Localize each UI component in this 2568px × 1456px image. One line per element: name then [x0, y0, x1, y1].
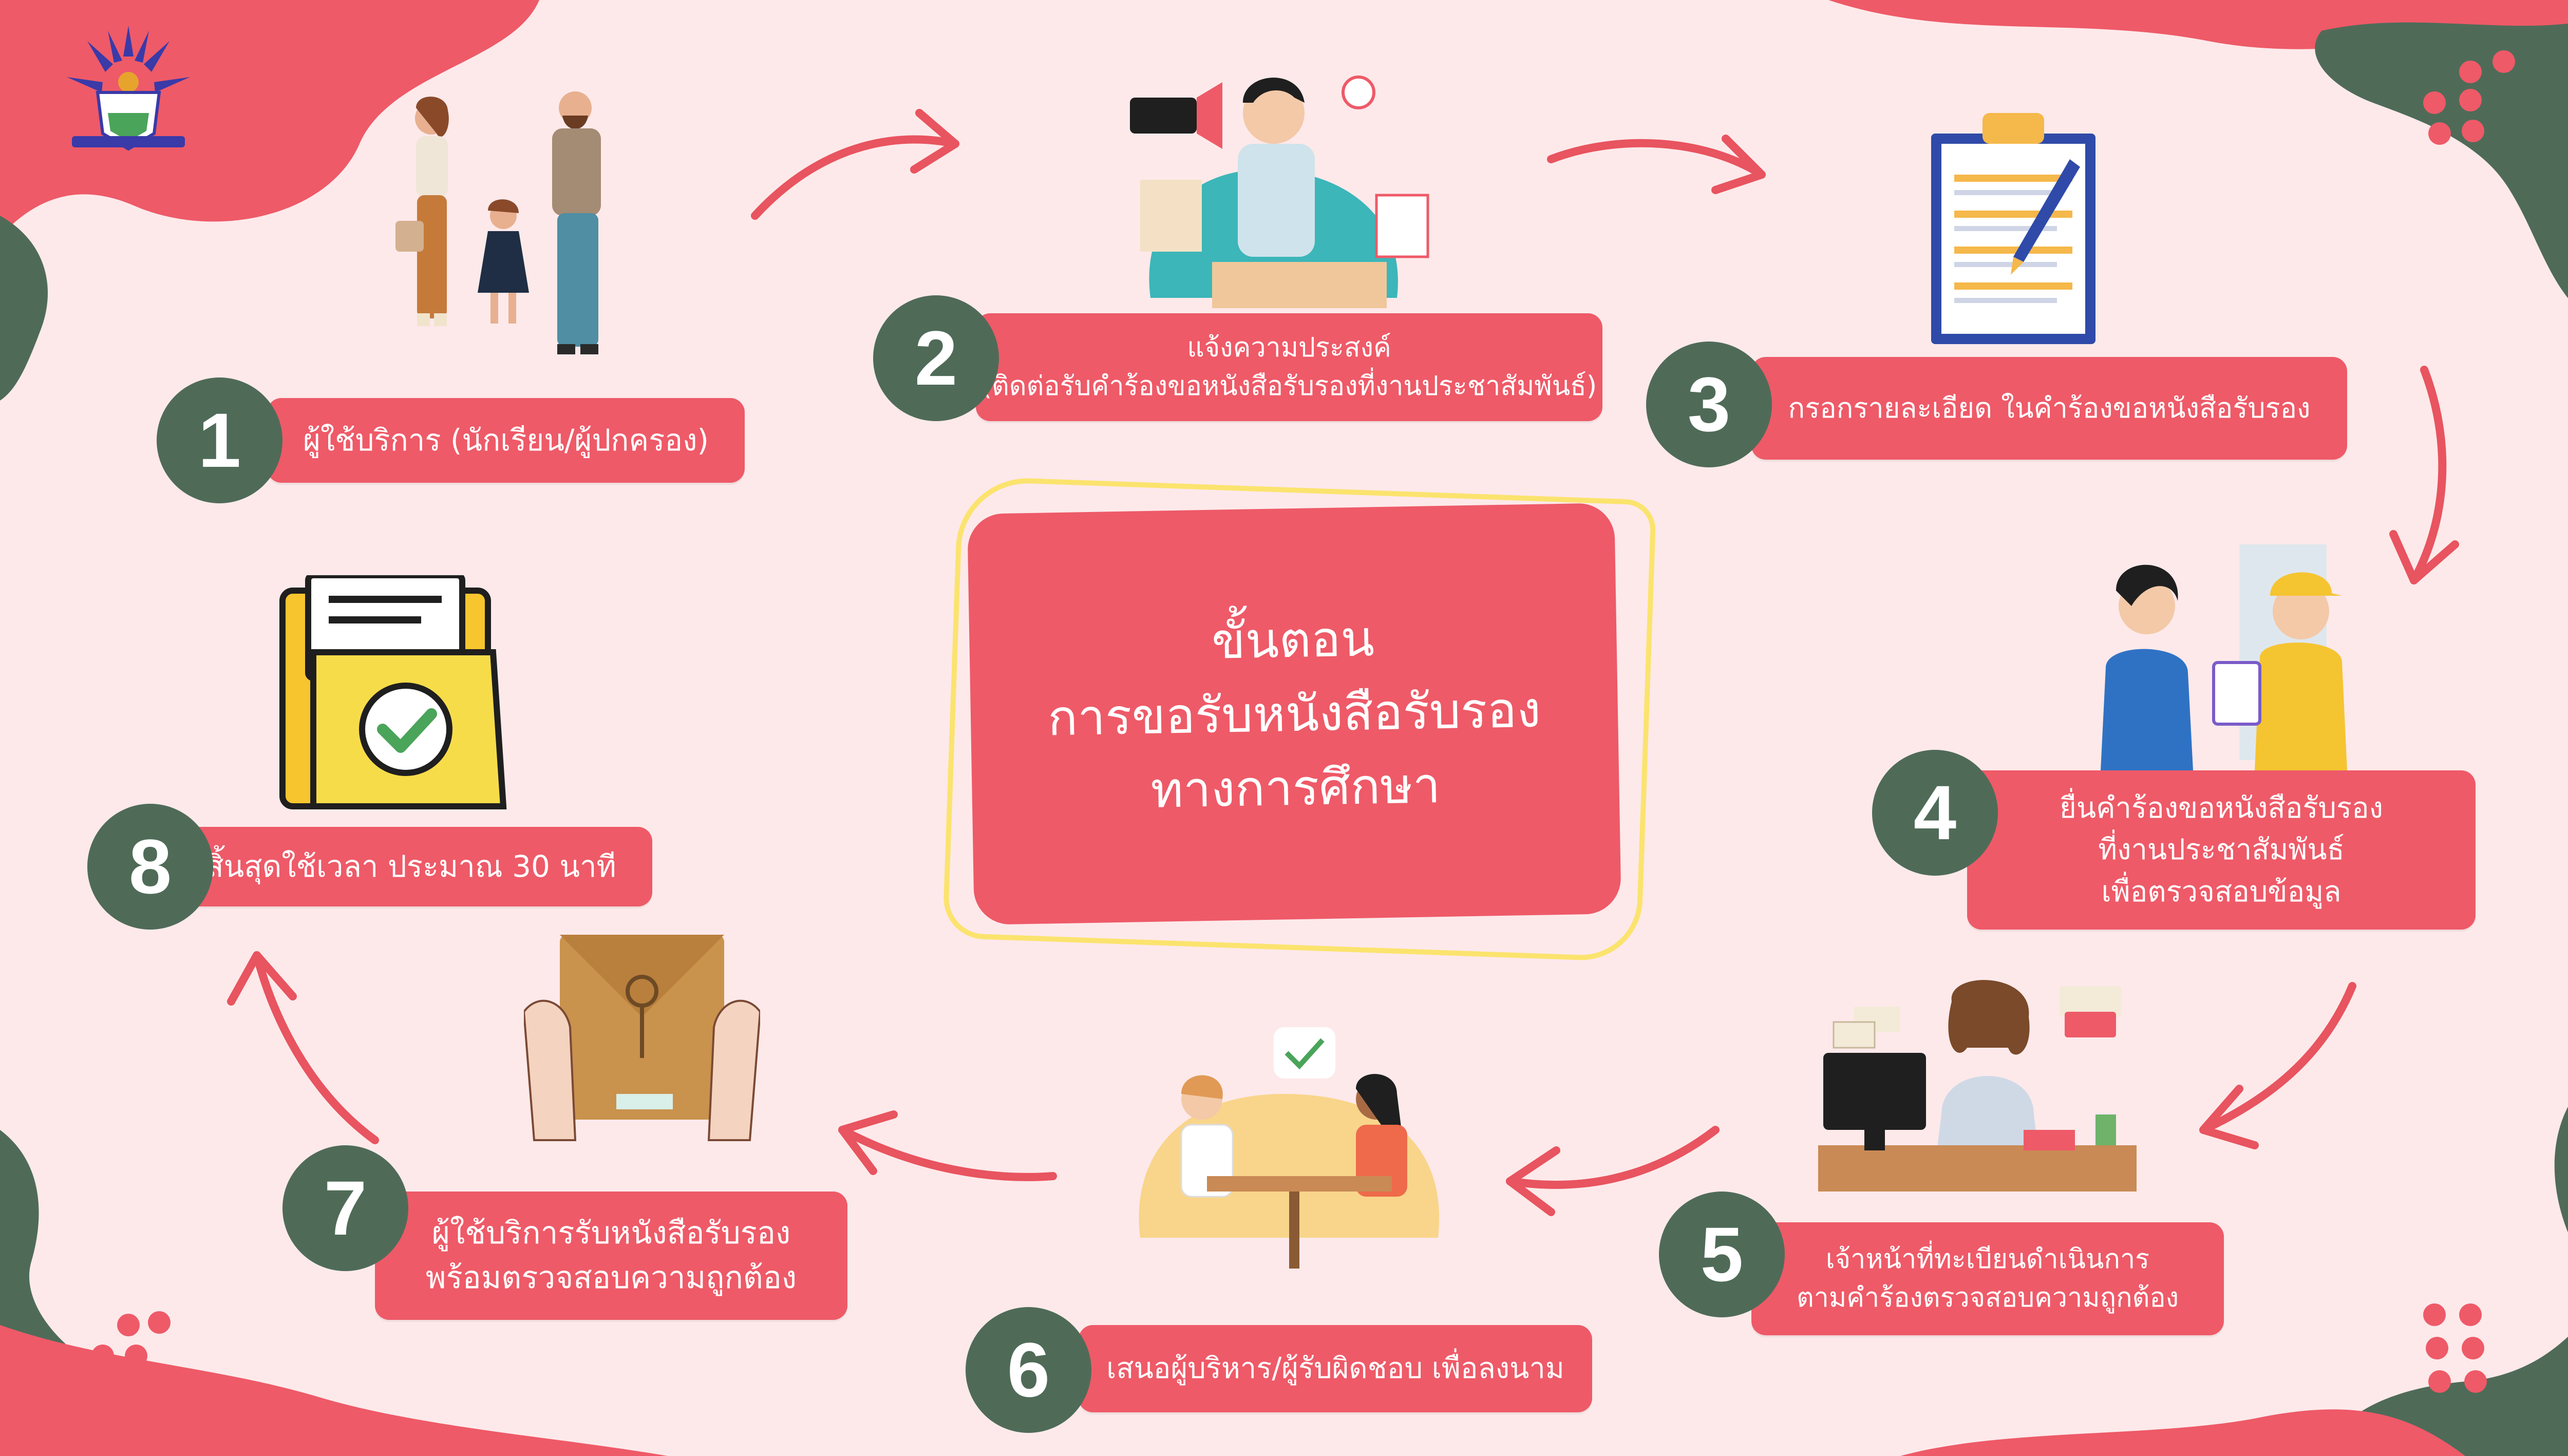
step-4-text-3: เพื่อตรวจสอบข้อมูล: [2101, 875, 2342, 909]
step-1-text: ผู้ใช้บริการ (นักเรียน/ผู้ปกครอง): [303, 423, 709, 458]
step-2-text-1: แจ้งความประสงค์: [1187, 332, 1391, 363]
delivery-handover-icon: [2101, 544, 2347, 770]
school-logo: [67, 26, 190, 151]
step-8-badge: 8: [87, 804, 213, 930]
step-4-text-1: ยื่นคำร้องขอหนังสือรับรอง: [2060, 791, 2383, 825]
title-line-1: ขั้นตอน: [1211, 610, 1375, 670]
step-6-badge: 6: [966, 1307, 1091, 1433]
step-5-label: เจ้าหน้าที่ทะเบียนดำเนินการ ตามคำร้องตรว…: [1751, 1222, 2224, 1335]
step-2-badge: 2: [873, 295, 999, 421]
step-6-label: เสนอผู้บริหาร/ผู้รับผิดชอบ เพื่อลงนาม: [1079, 1325, 1592, 1412]
step-5-badge: 5: [1659, 1192, 1785, 1317]
meeting-icon: [1139, 1027, 1440, 1269]
step-8-text: สิ้นสุดใช้เวลา ประมาณ 30 นาที: [205, 849, 616, 884]
step-4-label: ยื่นคำร้องขอหนังสือรับรอง ที่งานประชาสัม…: [1967, 770, 2476, 930]
page-title: ขั้นตอน การขอรับหนังสือรับรอง ทางการศึกษ…: [967, 503, 1621, 925]
step-8-label: สิ้นสุดใช้เวลา ประมาณ 30 นาที: [169, 827, 652, 906]
announcer-icon: [1130, 75, 1429, 308]
step-4-text-2: ที่งานประชาสัมพันธ์: [2098, 833, 2345, 867]
step-7-label: ผู้ใช้บริการรับหนังสือรับรอง พร้อมตรวจสอ…: [375, 1192, 847, 1320]
title-line-3: ทางการศึกษา: [1150, 757, 1441, 819]
step-7-badge: 7: [282, 1145, 408, 1271]
office-worker-icon: [1818, 980, 2137, 1192]
step-7-text-2: พร้อมตรวจสอบความถูกต้อง: [425, 1260, 797, 1296]
step-7-text-1: ผู้ใช้บริการรับหนังสือรับรอง: [431, 1215, 791, 1251]
family-icon: [395, 91, 601, 354]
step-2-label: แจ้งความประสงค์ (ติดต่อรับคำร้องขอหนังสื…: [976, 313, 1602, 421]
title-line-2: การขอรับหนังสือรับรอง: [1047, 680, 1541, 747]
step-1-label: ผู้ใช้บริการ (นักเรียน/ผู้ปกครอง): [267, 398, 745, 483]
step-2-text-2: (ติดต่อรับคำร้องขอหนังสือรับรองที่งานประ…: [981, 371, 1597, 402]
step-3-text: กรอกรายละเอียด ในคำร้องขอหนังสือรับรอง: [1788, 391, 2311, 424]
step-4-badge: 4: [1872, 750, 1998, 876]
folder-check-icon: [279, 575, 507, 809]
step-6-text: เสนอผู้บริหาร/ผู้รับผิดชอบ เพื่อลงนาม: [1106, 1352, 1564, 1386]
step-3-label: กรอกรายละเอียด ในคำร้องขอหนังสือรับรอง: [1751, 357, 2347, 460]
envelope-icon: [524, 935, 760, 1141]
step-3-badge: 3: [1646, 342, 1772, 467]
clipboard-form-icon: [1931, 113, 2095, 344]
step-1-badge: 1: [157, 377, 282, 503]
step-5-text-1: เจ้าหน้าที่ทะเบียนดำเนินการ: [1825, 1243, 2150, 1275]
step-5-text-2: ตามคำร้องตรวจสอบความถูกต้อง: [1797, 1282, 2179, 1313]
